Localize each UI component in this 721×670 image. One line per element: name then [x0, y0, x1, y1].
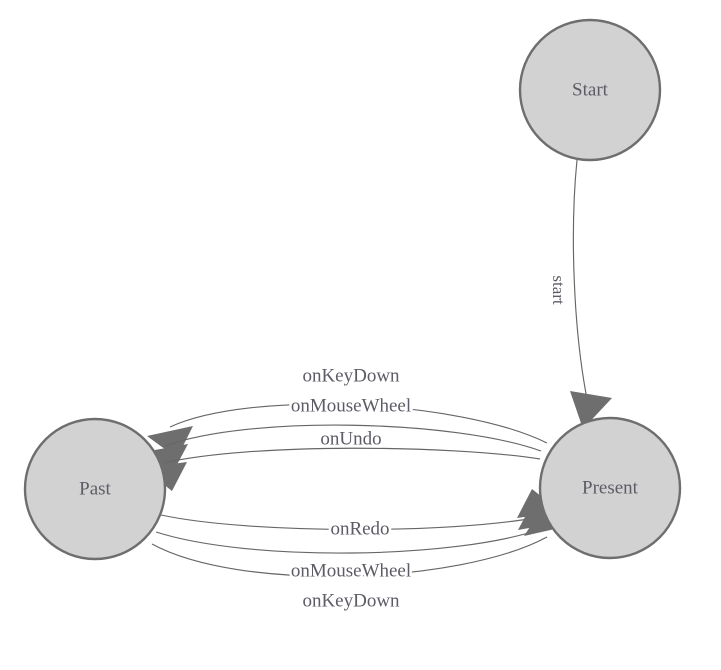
node-label: Present	[582, 477, 639, 498]
edge-e-present-past-undo[interactable]	[143, 447, 541, 491]
edge-label-halo: onRedo	[330, 518, 389, 539]
edge-labels-layer: startstartonKeyDownonKeyDownonMouseWheel…	[288, 273, 571, 614]
edge-label-halo: onKeyDown	[302, 590, 400, 611]
arrowhead-icon	[524, 510, 568, 536]
edge-label: onKeyDown	[302, 365, 400, 386]
edge-line	[160, 514, 541, 531]
edge-label: start	[549, 275, 568, 305]
edge-e-start-present[interactable]	[570, 159, 612, 429]
node-start[interactable]: Start	[518, 18, 662, 162]
edge-e-past-present-keydown[interactable]	[151, 510, 568, 577]
node-present[interactable]: Present	[538, 416, 682, 560]
edge-label: onUndo	[320, 428, 381, 449]
edge-line	[151, 536, 548, 577]
edge-label-halo: onKeyDown	[302, 365, 400, 386]
edge-label: onMouseWheel	[291, 395, 411, 416]
arrowhead-icon	[570, 391, 612, 429]
edge-label: onKeyDown	[302, 590, 400, 611]
edge-line	[164, 424, 542, 452]
node-label: Start	[572, 79, 609, 100]
edge-e-present-past-keydown[interactable]	[147, 403, 548, 458]
node-past[interactable]: Past	[23, 417, 167, 561]
edge-label-halo: start	[549, 275, 568, 305]
edge-line	[155, 528, 542, 554]
edge-line	[169, 403, 548, 444]
node-shape-circle	[538, 416, 682, 560]
edge-line	[572, 159, 589, 405]
edge-label-halo: onUndo	[320, 428, 381, 449]
edge-label: onMouseWheel	[291, 560, 411, 581]
edge-label-halo: onMouseWheel	[291, 395, 411, 416]
node-shape-circle	[518, 18, 662, 162]
arrowhead-icon	[147, 426, 193, 458]
edge-label-halo: onMouseWheel	[291, 560, 411, 581]
edge-line	[163, 447, 541, 464]
node-label: Past	[79, 478, 111, 499]
edge-label: onRedo	[330, 518, 389, 539]
node-shape-circle	[23, 417, 167, 561]
